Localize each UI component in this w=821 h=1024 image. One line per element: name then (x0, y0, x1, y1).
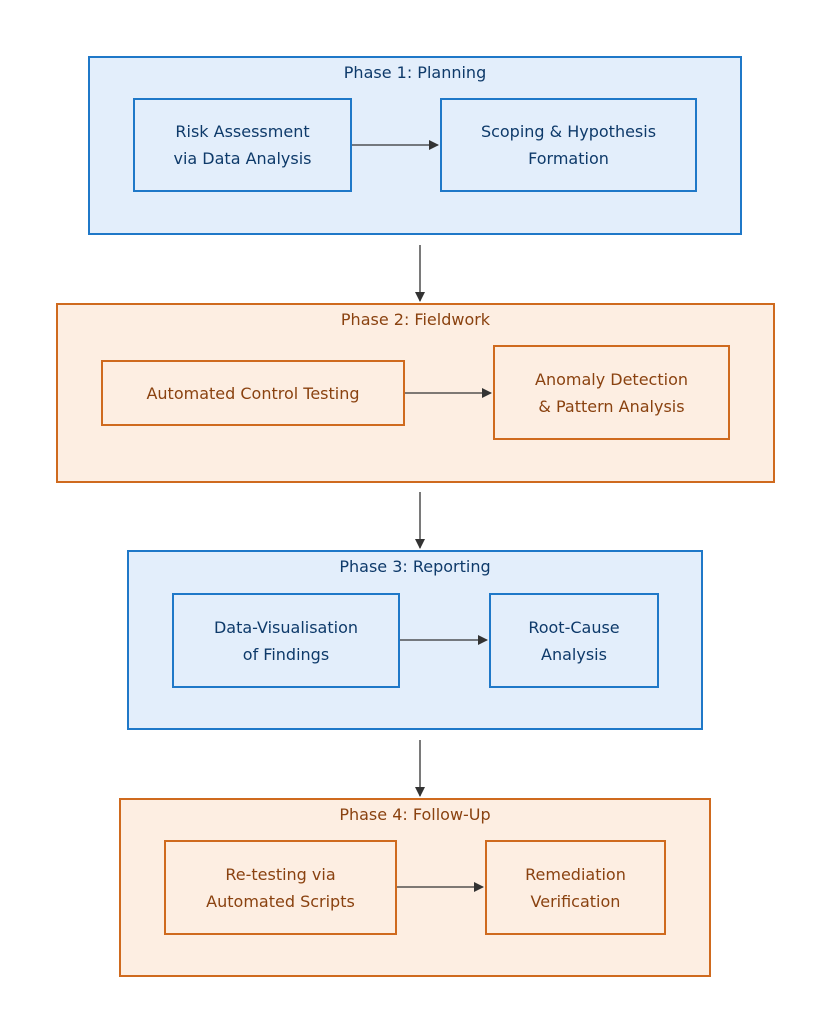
phase-1-title: Phase 1: Planning (343, 63, 487, 82)
node-retesting-automated-scripts[interactable]: Re-testing via Automated Scripts (164, 840, 397, 935)
phase-3-title: Phase 3: Reporting (339, 557, 491, 576)
phase-4-title: Phase 4: Follow-Up (339, 805, 491, 824)
node-root-cause-analysis[interactable]: Root-Cause Analysis (489, 593, 659, 688)
node-anomaly-detection[interactable]: Anomaly Detection & Pattern Analysis (493, 345, 730, 440)
phase-2-title: Phase 2: Fieldwork (340, 310, 491, 329)
node-data-visualisation[interactable]: Data-Visualisation of Findings (172, 593, 400, 688)
node-risk-assessment[interactable]: Risk Assessment via Data Analysis (133, 98, 352, 192)
node-scoping-hypothesis[interactable]: Scoping & Hypothesis Formation (440, 98, 697, 192)
node-remediation-verification[interactable]: Remediation Verification (485, 840, 666, 935)
node-automated-control-testing[interactable]: Automated Control Testing (101, 360, 405, 426)
